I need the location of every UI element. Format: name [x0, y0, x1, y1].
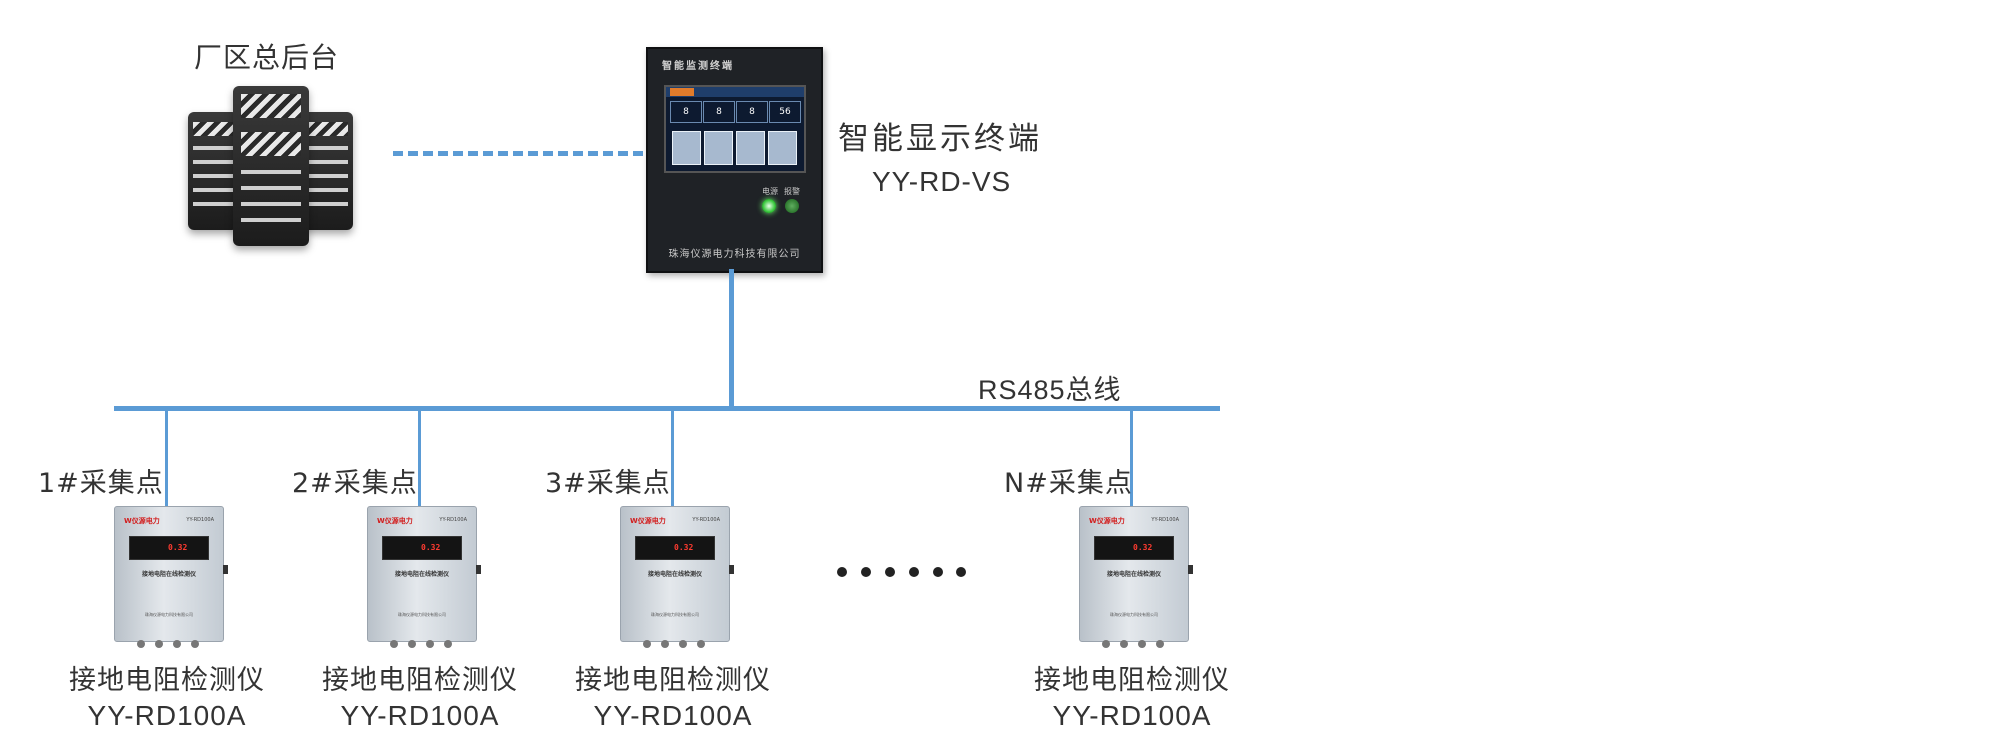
device-name: 接地电阻检测仪 — [322, 665, 518, 696]
device-model: YY-RD100A — [340, 700, 500, 731]
collection-point-label: 2#采集点 — [292, 468, 418, 499]
device-model: YY-RD100A — [593, 700, 753, 731]
collection-point-label: 3#采集点 — [545, 468, 671, 499]
device-brand: W仪源电力 — [124, 517, 160, 525]
ground-resistance-device: W仪源电力 YY-RD100A 0.32 接地电阻在线检测仪 珠海仪源电力科技有… — [367, 506, 481, 648]
rs485-bus-line — [114, 406, 1220, 411]
terminal-panel-title: 智能监测终端 — [662, 61, 734, 72]
ellipsis-dot — [909, 567, 919, 577]
device-model: YY-RD100A — [87, 700, 247, 731]
terminal-model: YY-RD-VS — [872, 166, 1012, 197]
terminal-bus-drop — [729, 269, 734, 410]
network-link — [393, 151, 643, 156]
device-reading: 0.32 — [168, 543, 188, 552]
device-name: 接地电阻检测仪 — [575, 665, 771, 696]
screen-value: 8 — [703, 101, 735, 123]
device-company: 珠海仪源电力科技有限公司 — [145, 612, 193, 617]
bus-drop — [165, 410, 168, 506]
device-reading: 0.32 — [421, 543, 441, 552]
terminal-screen: 8 8 8 56 — [664, 85, 806, 173]
device-panel-model: YY-RD100A — [692, 517, 720, 523]
bus-drop — [671, 410, 674, 506]
device-panel-model: YY-RD100A — [1151, 517, 1179, 523]
device-panel-model: YY-RD100A — [186, 517, 214, 523]
ground-resistance-device: W仪源电力 YY-RD100A 0.32 接地电阻在线检测仪 珠海仪源电力科技有… — [114, 506, 228, 648]
device-caption: 接地电阻在线检测仪 — [647, 571, 702, 578]
device-caption: 接地电阻在线检测仪 — [1106, 571, 1161, 578]
device-brand: W仪源电力 — [377, 517, 413, 525]
display-terminal: 智能监测终端 8 8 8 56 电源 报警 珠海仪源电力科技有限公司 — [646, 47, 823, 273]
device-company: 珠海仪源电力科技有限公司 — [651, 612, 699, 617]
power-led-icon — [762, 199, 776, 213]
server-icon — [185, 82, 357, 272]
device-name: 接地电阻检测仪 — [1034, 665, 1230, 696]
device-brand: W仪源电力 — [630, 517, 666, 525]
collection-point-label: N#采集点 — [1004, 468, 1133, 499]
screen-value: 56 — [769, 101, 801, 123]
ellipsis-dot — [885, 567, 895, 577]
device-reading: 0.32 — [1133, 543, 1153, 552]
device-company: 珠海仪源电力科技有限公司 — [1110, 612, 1158, 617]
device-name: 接地电阻检测仪 — [69, 665, 265, 696]
alarm-led-label: 报警 — [784, 187, 800, 196]
rs485-bus-label: RS485总线 — [978, 375, 1122, 405]
device-caption: 接地电阻在线检测仪 — [141, 571, 196, 578]
device-company: 珠海仪源电力科技有限公司 — [398, 612, 446, 617]
bus-drop — [1130, 410, 1133, 506]
collection-point-label: 1#采集点 — [38, 468, 164, 499]
device-caption: 接地电阻在线检测仪 — [394, 571, 449, 578]
ellipsis-dot — [837, 567, 847, 577]
backend-label: 厂区总后台 — [194, 41, 340, 74]
bus-drop — [418, 410, 421, 506]
power-led-label: 电源 — [762, 187, 778, 196]
alarm-led-icon — [785, 199, 799, 213]
device-panel-model: YY-RD100A — [439, 517, 467, 523]
ground-resistance-device: W仪源电力 YY-RD100A 0.32 接地电阻在线检测仪 珠海仪源电力科技有… — [1079, 506, 1193, 648]
screen-value: 8 — [736, 101, 768, 123]
device-reading: 0.32 — [674, 543, 694, 552]
device-model: YY-RD100A — [1052, 700, 1212, 731]
terminal-label: 智能显示终端 — [838, 121, 1042, 157]
ellipsis-dot — [861, 567, 871, 577]
terminal-company: 珠海仪源电力科技有限公司 — [668, 249, 801, 260]
ellipsis-dot — [956, 567, 966, 577]
ground-resistance-device: W仪源电力 YY-RD100A 0.32 接地电阻在线检测仪 珠海仪源电力科技有… — [620, 506, 734, 648]
screen-value: 8 — [670, 101, 702, 123]
device-brand: W仪源电力 — [1089, 517, 1125, 525]
ellipsis-dot — [933, 567, 943, 577]
